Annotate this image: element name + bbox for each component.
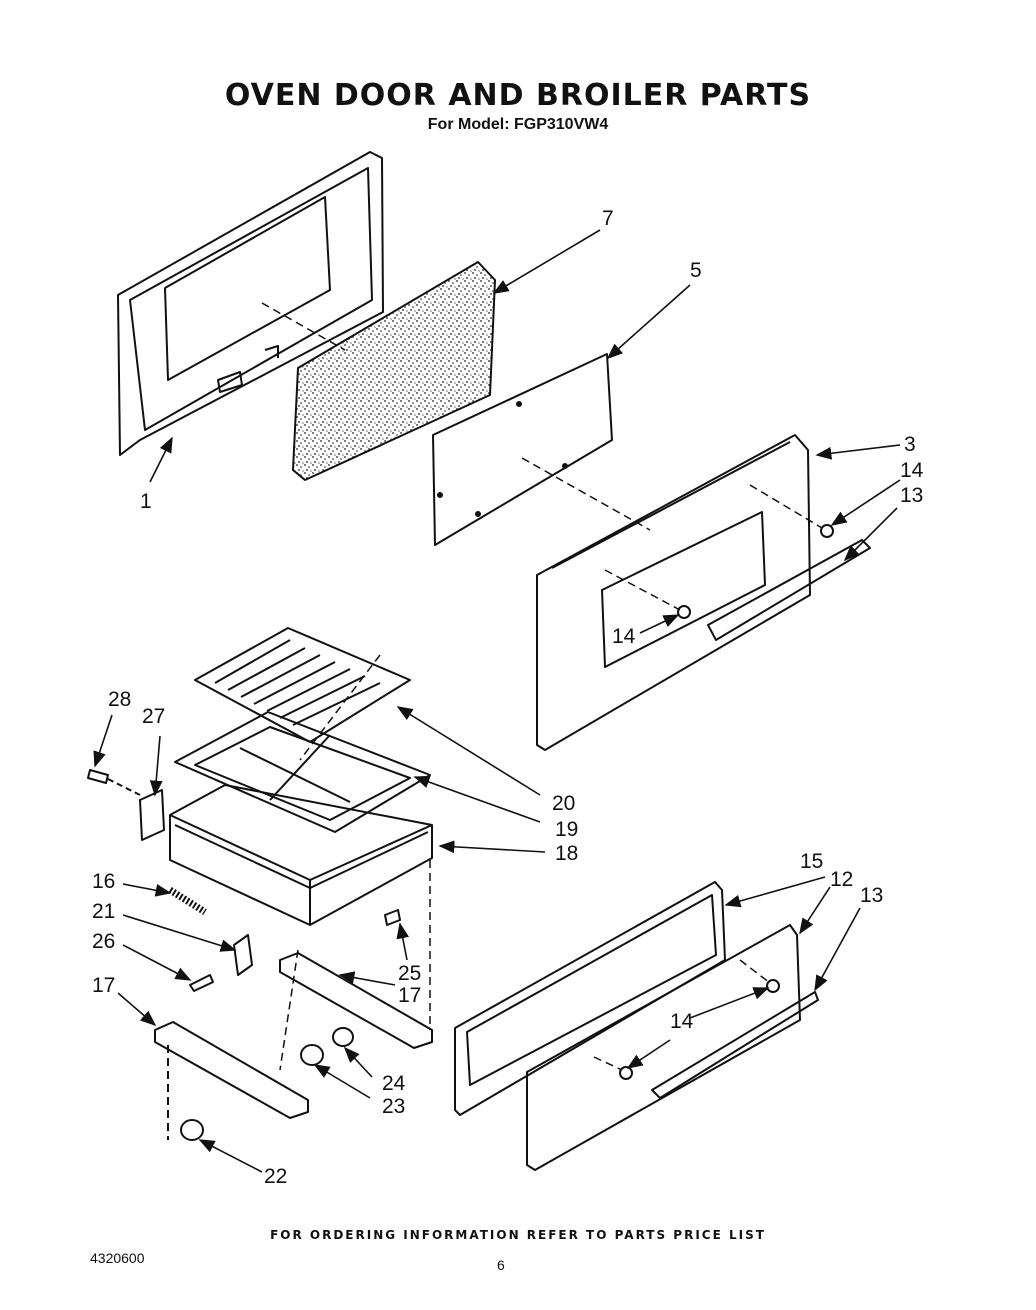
- assembly-guide-lines: [261, 302, 823, 1071]
- roller-parts: [180, 1027, 354, 1141]
- callout-27: 27: [142, 705, 165, 728]
- callout-15: 15: [800, 850, 823, 873]
- callout-18: 18: [555, 842, 578, 865]
- latch-part: [233, 934, 253, 976]
- callout-14-top: 14: [900, 459, 924, 482]
- callout-28: 28: [108, 688, 131, 711]
- callout-22: 22: [264, 1165, 287, 1188]
- callout-24: 24: [382, 1072, 406, 1095]
- callout-25: 25: [398, 962, 421, 985]
- drawer-rail-lower-part: [154, 1021, 309, 1140]
- callout-12: 12: [830, 868, 853, 891]
- callout-5: 5: [690, 259, 702, 282]
- callout-14-door: 14: [612, 625, 636, 648]
- insulation-blanket-part: [292, 261, 496, 481]
- broiler-pan-part: [174, 711, 431, 833]
- callout-26: 26: [92, 930, 115, 953]
- callout-13-top: 13: [900, 484, 923, 507]
- model-subtitle: For Model: FGP310VW4: [427, 116, 609, 133]
- callout-19: 19: [555, 818, 578, 841]
- callout-leaders: [93, 229, 901, 1173]
- inner-door-panel-part: [432, 353, 613, 546]
- broiler-drawer-part: [169, 784, 433, 926]
- callout-7: 7: [602, 207, 614, 230]
- small-screw-part: [189, 974, 214, 992]
- broiler-grid-part: [194, 627, 411, 743]
- outer-broiler-door-part: [526, 924, 819, 1171]
- callout-3: 3: [904, 433, 916, 456]
- callout-20: 20: [552, 792, 575, 815]
- callout-21: 21: [92, 900, 115, 923]
- inner-broiler-door-part: [454, 881, 726, 1116]
- clip-part: [384, 909, 401, 926]
- inner-door-frame-part: [117, 151, 384, 456]
- callout-23: 23: [382, 1095, 405, 1118]
- side-bracket-part: [139, 789, 165, 841]
- outer-oven-door-part: [536, 434, 871, 751]
- page-title: OVEN DOOR AND BROILER PARTS: [224, 78, 812, 113]
- callout-17-upper: 17: [398, 984, 421, 1007]
- document-number: 4320600: [90, 1250, 145, 1266]
- callout-16: 16: [92, 870, 115, 893]
- callout-17-lower: 17: [92, 974, 115, 997]
- callout-13-lower: 13: [860, 884, 883, 907]
- callout-14-lower: 14: [670, 1010, 694, 1033]
- callout-labels: 1 7 5 3 14 13 14 28 27 20 19 18 16 21 26…: [92, 207, 924, 1188]
- callout-1: 1: [140, 490, 152, 513]
- page-number: 6: [497, 1257, 505, 1273]
- screw-part: [87, 769, 141, 796]
- spring-part: [168, 887, 207, 915]
- ordering-note: FOR ORDERING INFORMATION REFER TO PARTS …: [270, 1228, 766, 1242]
